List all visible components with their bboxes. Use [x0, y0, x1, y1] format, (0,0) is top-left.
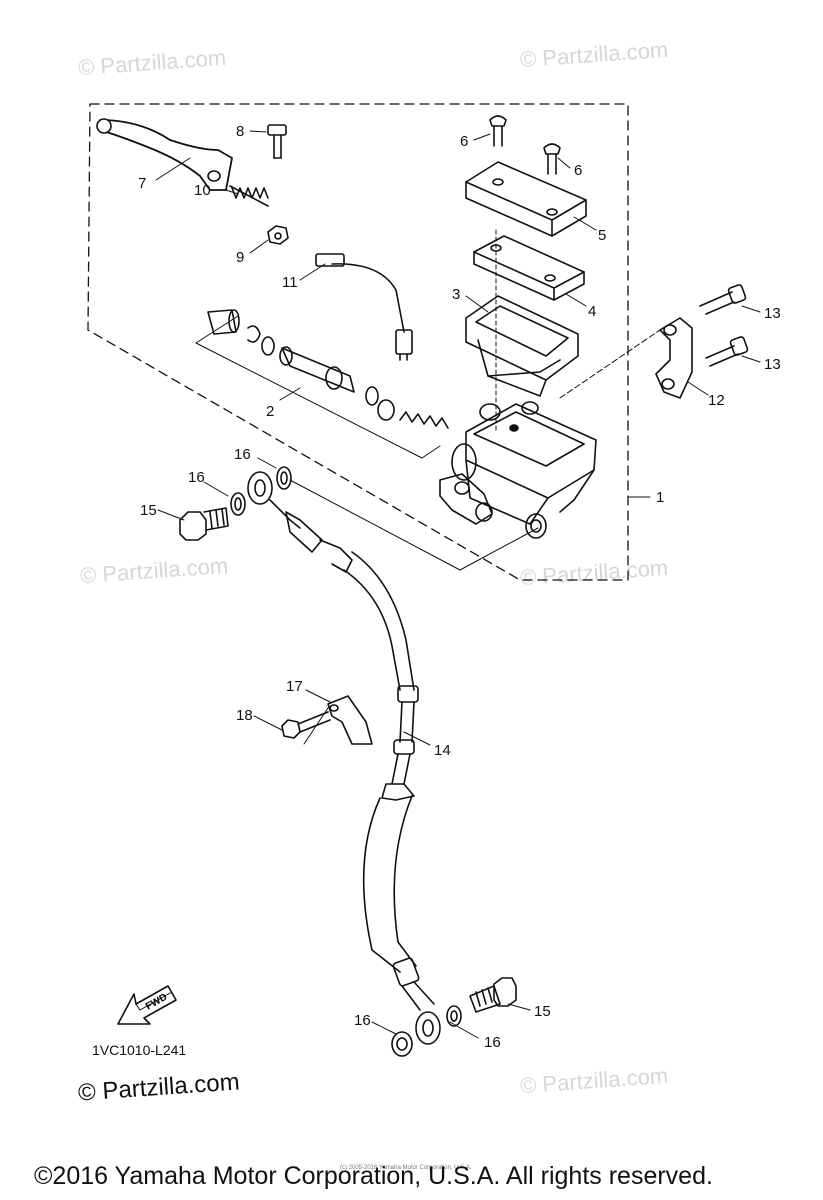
callout-1: 1	[656, 489, 665, 506]
copper-washer	[446, 1005, 462, 1027]
callout-16: 16	[188, 469, 205, 486]
callout-11: 11	[282, 274, 298, 291]
diaphragm	[465, 295, 579, 381]
reservoir-cap	[465, 161, 587, 237]
leader-lines	[155, 130, 761, 1039]
callout-2: 2	[266, 403, 275, 420]
callout-16: 16	[354, 1012, 371, 1029]
callout-4: 4	[588, 303, 597, 320]
bracket-bolt	[281, 711, 331, 739]
fwd-label: FWD	[144, 992, 169, 1013]
callout-10: 10	[194, 182, 211, 199]
pivot-nut	[267, 225, 289, 245]
callout-9: 9	[236, 249, 245, 266]
master-cylinder-body	[439, 401, 597, 539]
callout-3: 3	[452, 286, 461, 303]
callout-15: 15	[140, 502, 157, 519]
callout-16: 16	[234, 446, 251, 463]
callout-13: 13	[764, 356, 781, 373]
brake-hose	[247, 471, 441, 1045]
hose-bracket	[327, 695, 373, 745]
clamp-bolts	[699, 284, 749, 367]
pivot-bolt	[267, 124, 287, 159]
copper-washer	[391, 1031, 413, 1057]
copper-washer	[230, 492, 246, 516]
brake-lever	[99, 119, 233, 191]
piston-kit	[207, 309, 449, 429]
callout-16: 16	[484, 1034, 501, 1051]
callout-13: 13	[764, 305, 781, 322]
callout-18: 18	[236, 707, 253, 724]
lever-spring	[231, 187, 269, 199]
diaphragm-plate	[473, 235, 585, 301]
copper-washer	[276, 466, 292, 490]
callout-14: 14	[434, 742, 451, 759]
handlebar-clamp	[655, 317, 693, 399]
union-bolt-upper	[179, 507, 229, 541]
union-bolt-lower	[469, 977, 517, 1013]
forward-arrow	[117, 985, 177, 1025]
copyright-notice: ©2016 Yamaha Motor Corporation, U.S.A. A…	[34, 1162, 713, 1190]
callout-6: 6	[460, 133, 469, 150]
diagram-code: 1VC1010-L241	[92, 1042, 187, 1058]
callout-12: 12	[708, 392, 725, 409]
cap-screws	[489, 115, 561, 175]
brake-switch-wire	[331, 263, 405, 333]
callout-7: 7	[138, 175, 147, 192]
callout-5: 5	[598, 227, 607, 244]
callout-15: 15	[534, 1003, 551, 1020]
fine-print: (c) 2005-2016 Yamaha Motor Corporation, …	[340, 1165, 472, 1171]
callout-8: 8	[236, 123, 245, 140]
callout-17: 17	[286, 678, 303, 695]
assembly-boundary	[87, 103, 629, 581]
callout-6: 6	[574, 162, 583, 179]
